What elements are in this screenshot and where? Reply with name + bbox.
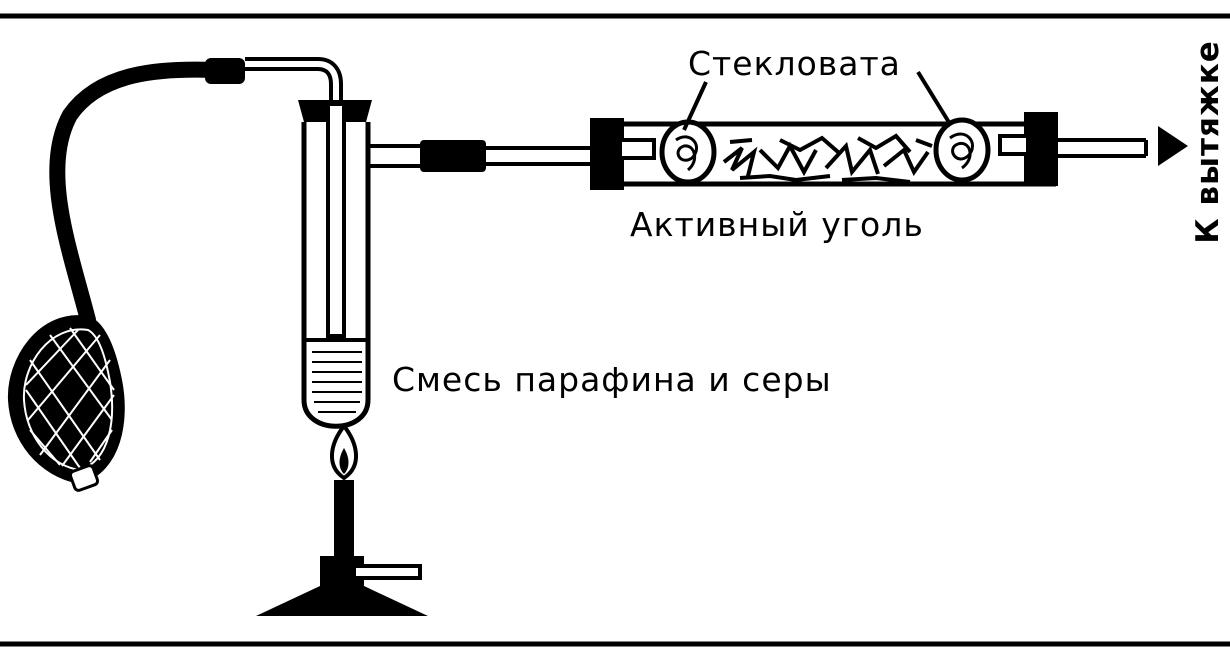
glass-wool-leader-left xyxy=(682,81,708,131)
exhaust-arrow xyxy=(1158,126,1188,166)
test-tube xyxy=(301,102,371,429)
burner-flame xyxy=(329,422,359,481)
side-arm xyxy=(368,144,422,168)
glass-wool-label: Стекловата xyxy=(688,44,901,83)
activated-charcoal-fill xyxy=(722,133,933,184)
adsorption-tube xyxy=(590,112,1058,190)
rubber-bulb xyxy=(7,315,125,492)
outlet-tube xyxy=(1058,138,1148,158)
connecting-glass-tube xyxy=(486,146,594,166)
bunsen-burner xyxy=(256,480,428,616)
glass-wool-leader-right xyxy=(916,70,952,126)
activated-charcoal-label: Активный уголь xyxy=(630,205,924,244)
mixture-label: Смесь парафина и серы xyxy=(392,360,832,399)
connecting-hose xyxy=(420,140,486,172)
glass-wool-plug-left xyxy=(659,119,717,185)
rubber-hose xyxy=(49,61,223,328)
glass-wool-plug-right xyxy=(933,117,991,183)
hose-connector xyxy=(205,58,245,84)
fume-hood-label: К вытяжке xyxy=(1190,40,1226,244)
inlet-glass-tube xyxy=(245,57,343,102)
